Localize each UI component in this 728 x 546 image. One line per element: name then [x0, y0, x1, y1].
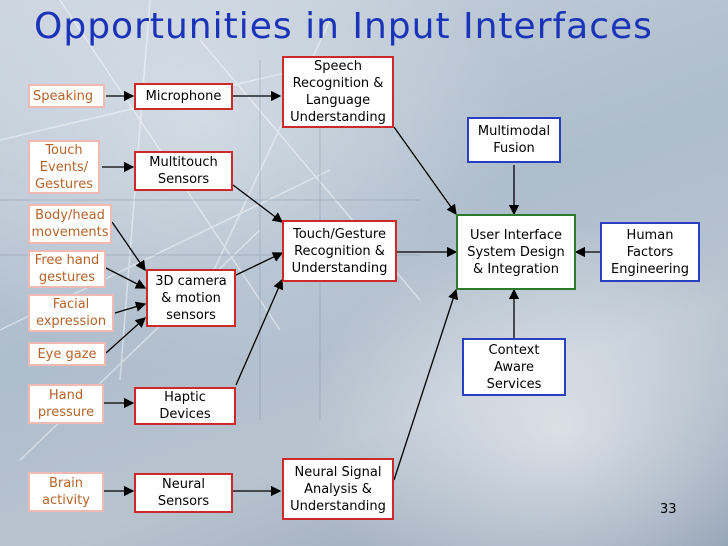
arrow-freehand-camera [105, 267, 147, 289]
sensor-microphone: Microphone [134, 83, 233, 110]
sensor-multitouch: Multitouch Sensors [134, 151, 233, 191]
arrow-eyegaze-camera [105, 317, 146, 354]
arrow-camera-touch [235, 252, 284, 276]
process-neural-signal: Neural Signal Analysis & Understanding [282, 458, 394, 520]
process-speech: Speech Recognition & Language Understand… [282, 56, 394, 128]
arrow-bodyhead-camera [111, 221, 146, 272]
box-multimodal-fusion: Multimodal Fusion [467, 117, 561, 163]
page-number: 33 [660, 502, 677, 517]
input-facial: Facial expression [28, 294, 114, 332]
sensor-haptic: Haptic Devices [134, 387, 236, 425]
sensor-neural: Neural Sensors [134, 473, 233, 513]
box-human-factors: Human Factors Engineering [600, 222, 700, 282]
input-eye-gaze: Eye gaze [28, 342, 106, 366]
box-ui-system-design: User Interface System Design & Integrati… [456, 214, 576, 290]
sensor-3d-camera: 3D camera & motion sensors [146, 269, 236, 327]
arrow-haptic-touch [235, 278, 284, 386]
arrow-speech-ui [393, 126, 457, 216]
input-speaking: Speaking [28, 84, 105, 108]
input-touch-events: Touch Events/ Gestures [28, 140, 100, 194]
input-brain-activity: Brain activity [28, 472, 104, 512]
arrow-neural-ui [393, 288, 459, 481]
process-touch-gesture: Touch/Gesture Recognition & Understandin… [282, 220, 397, 282]
arrow-facial-camera [114, 301, 147, 314]
arrow-multitouch-touch [232, 184, 284, 223]
box-context-aware: Context Aware Services [462, 338, 566, 396]
page-title: Opportunities in Input Interfaces [34, 6, 653, 47]
input-body-head: Body/head movements [28, 204, 112, 244]
input-free-hand: Free hand gestures [28, 250, 106, 288]
input-hand-pressure: Hand pressure [28, 384, 104, 424]
